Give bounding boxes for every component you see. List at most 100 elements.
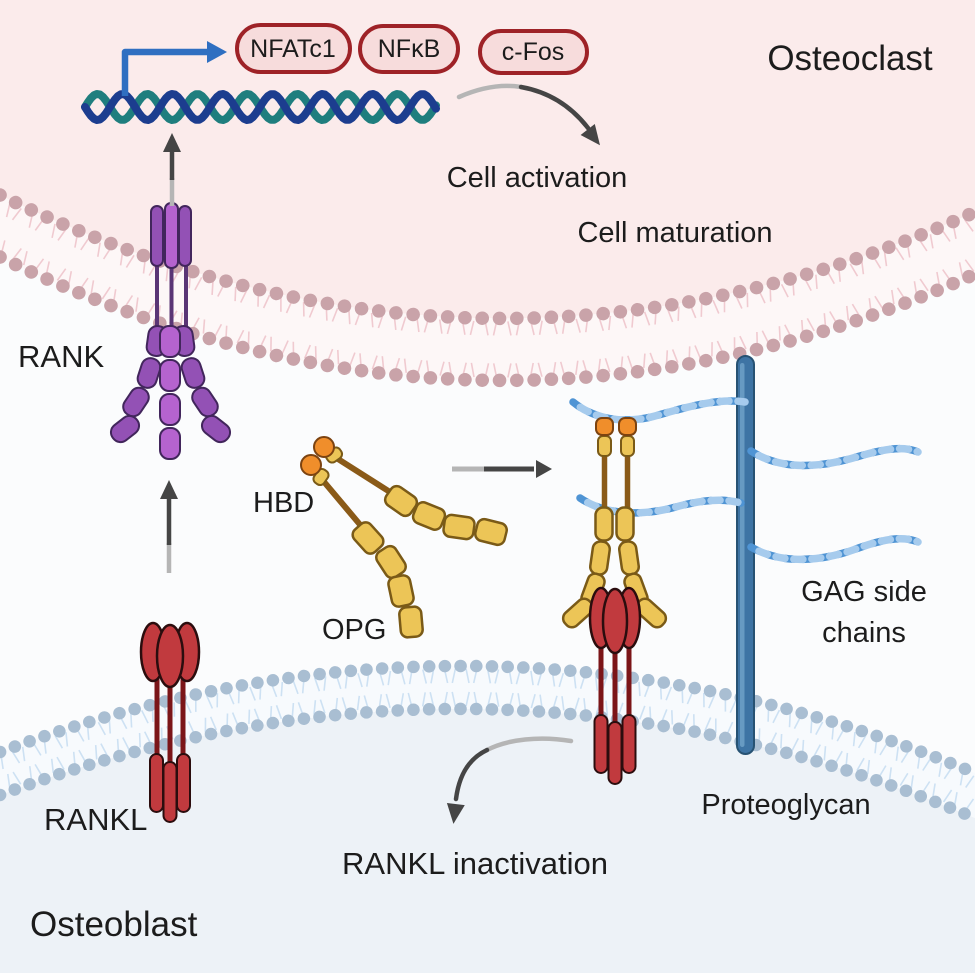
osteoclast-lipid-tail — [80, 237, 90, 251]
activation-arrow — [456, 83, 601, 146]
activation-arrow-tail — [456, 83, 524, 100]
rankl-rod — [149, 753, 164, 813]
osteoblast-lipid-tail — [451, 668, 457, 684]
osteoclast-lipid-tail — [964, 259, 975, 272]
nfkb-pill — [358, 24, 460, 74]
opg-segment — [351, 521, 385, 555]
proteoglycan-highlight — [740, 363, 745, 747]
osteoblast-lipid-tail — [486, 669, 492, 684]
osteoblast-lipid-tail — [65, 732, 69, 747]
osteoblast-lipid-tail — [495, 692, 500, 707]
osteoblast-lipid-tail — [704, 717, 712, 731]
osteoclast-lipid-tail — [247, 331, 250, 346]
osteoblast-lipid-tail — [400, 670, 406, 685]
gag-chain — [747, 534, 922, 564]
dna-strand — [81, 90, 440, 124]
osteoblast-lipid-tail — [356, 695, 361, 711]
opg-segment — [375, 544, 407, 580]
osteoclast-lipid-tail — [438, 319, 443, 334]
osteoblast-lipid-tail — [857, 735, 867, 749]
osteoblast-lipid-tail — [888, 767, 892, 782]
osteoblast-lipid-tail — [938, 762, 943, 777]
rank-intracellular-rod — [164, 202, 179, 269]
osteoblast-lipid-tail — [494, 669, 500, 684]
opg-segment — [561, 597, 595, 629]
rank-segment — [159, 325, 181, 358]
rankl-rod — [176, 753, 191, 813]
osteoblast-lipid-tail — [942, 789, 953, 803]
rank-stalks — [155, 262, 188, 335]
osteoblast-lipid-tail — [487, 692, 492, 707]
osteoblast-lipid-band — [0, 665, 975, 818]
osteoblast-lipid-tail — [638, 681, 641, 697]
rankl-inactivation-label: RANKL inactivation — [342, 846, 608, 881]
transcription-arrow-line — [121, 48, 207, 96]
rank-to-dna-arrow — [163, 133, 181, 206]
osteoclast-lipid-tail — [941, 229, 951, 242]
osteoblast-lipid-tail — [823, 746, 827, 761]
osteoblast-lipid-tail — [56, 756, 65, 770]
osteoblast-lipid-tail — [708, 694, 716, 709]
arrowhead-icon — [163, 133, 181, 152]
gag-label-line1: GAG side — [801, 576, 927, 608]
osteoclast-lipid-tail — [416, 317, 420, 333]
osteoblast-lipid-tail — [387, 670, 392, 686]
osteoblast-lipid-tail — [209, 716, 218, 731]
rank-segment — [159, 393, 181, 426]
osteoblast-bead-row — [0, 659, 975, 780]
osteoclast-lipid-tail — [739, 335, 747, 350]
osteoclast-lipid-tail — [507, 363, 512, 378]
osteoclast-lipid-tail — [769, 287, 772, 302]
osteoblast-lipid-tail — [558, 672, 565, 688]
opg-stalks — [322, 456, 393, 530]
osteoclast-lipid-tail — [643, 311, 651, 326]
osteoclast-lipid-tail — [846, 305, 850, 321]
osteoblast-lipid-tail — [138, 732, 141, 748]
osteoclast-bead-row — [0, 250, 975, 388]
osteoblast-lipid-tail — [54, 735, 64, 749]
complex-rankl-rod — [593, 714, 609, 774]
complex-hbd-tip — [595, 417, 614, 436]
osteoclast-lipid-tail — [90, 280, 95, 295]
osteoblast-lipid-tail — [530, 693, 536, 709]
rankl-label: RANKL — [44, 802, 147, 837]
osteoclast-lipid-tail — [281, 340, 289, 355]
hbd-tip — [313, 436, 335, 458]
osteoblast-lipid-tail — [729, 699, 737, 714]
osteoclast-lipid-tail — [665, 350, 669, 365]
osteoclast-lipid-tail — [303, 344, 312, 359]
rankl-lobe — [155, 623, 185, 689]
osteoclast-lipid-tail — [874, 295, 884, 309]
complex-rankl-rod — [621, 714, 637, 774]
opg-segment — [383, 484, 419, 518]
osteoblast-lipid-tail — [605, 700, 609, 715]
osteoblast-lipid-tail — [313, 700, 317, 715]
osteoclast-lipid-tail — [101, 286, 111, 300]
rankl-to-rank-arrow — [160, 480, 178, 573]
cell-maturation-label: Cell maturation — [577, 217, 772, 249]
osteoblast-lipid-tail — [812, 744, 822, 758]
osteoblast-lipid-tail — [108, 719, 111, 734]
osteoclast-lipid-tail — [165, 266, 169, 282]
osteoblast-lipid-tail — [899, 772, 909, 786]
osteoblast-lipid-tail — [671, 710, 674, 725]
osteoclast-lipid-tail — [559, 361, 566, 376]
transcription-arrow — [121, 41, 227, 96]
complex-rankl-lobe — [601, 587, 629, 655]
osteoclast-lipid-tail — [604, 358, 611, 373]
osteoclast-lipid-tail — [262, 294, 271, 309]
rank-segment — [122, 386, 150, 418]
osteoblast-lipid-tail — [292, 680, 299, 695]
osteoblast-lipid-tail — [184, 699, 192, 714]
osteoblast-lipid-tail — [29, 766, 33, 781]
osteoblast-lipid-tail — [910, 775, 914, 790]
osteoblast-lipid-tail — [7, 773, 11, 789]
osteoclast-lipid-tail — [97, 242, 101, 257]
osteoclast-lipid-tail — [712, 299, 720, 314]
osteoclast-lipid-tail — [507, 321, 512, 336]
osteoblast-lipid-tail — [231, 712, 239, 727]
osteoblast-lipid-tail — [130, 713, 133, 728]
osteoclast-lipid-tail — [666, 308, 674, 323]
osteoclast-lipid-tail — [778, 326, 781, 341]
osteoclast-lipid-tail — [929, 234, 934, 249]
